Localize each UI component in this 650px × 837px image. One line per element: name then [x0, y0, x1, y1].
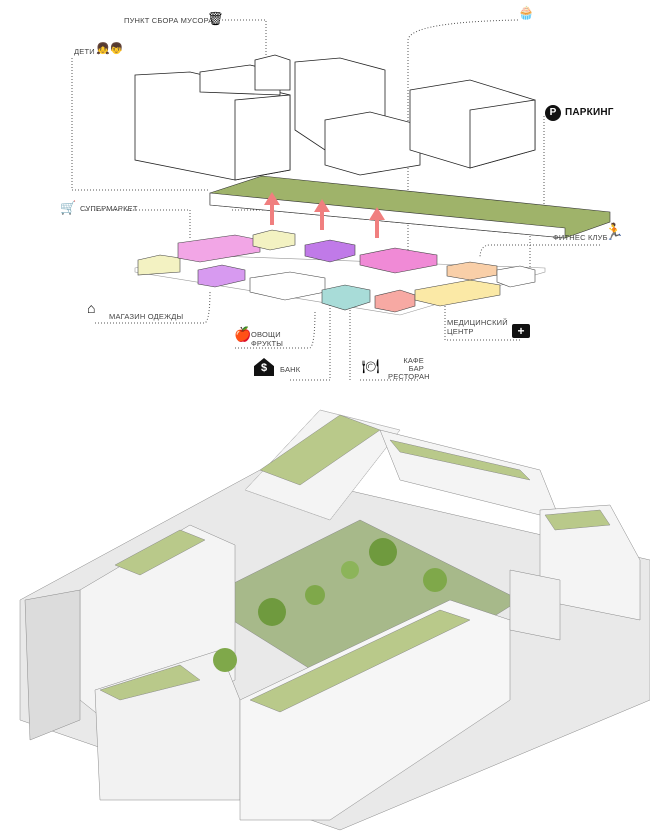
label-supermarket: СУПЕРМАРКЕТ — [80, 204, 138, 213]
label-fitness: ФИТНЕС КЛУБ — [553, 233, 608, 242]
label-medical-1: МЕДИЦИНСКИЙ — [447, 318, 508, 327]
function-blocks — [137, 229, 536, 313]
trash-icon: 🗑 — [207, 11, 224, 26]
label-kids: ДЕТИ — [74, 47, 95, 56]
upper-buildings — [134, 54, 536, 181]
label-cafe-3: РЕСТОРАН — [388, 372, 430, 381]
hanger-icon: ⌂ — [87, 300, 96, 316]
label-fruit-2: ФРУКТЫ — [251, 339, 284, 348]
label-cafe-1: КАФЕ — [403, 356, 424, 365]
aerial-render — [19, 409, 650, 831]
plate-cutlery-icon: 🍽 — [362, 358, 380, 374]
apple-icon: 🍎 — [234, 326, 252, 342]
label-garbage: ПУНКТ СБОРА МУСОРА — [124, 16, 214, 25]
children-icon: 👧👦 — [96, 43, 124, 55]
label-parking: ПАРКИНГ — [565, 107, 614, 118]
label-medical-2: ЦЕНТР — [447, 327, 474, 336]
medical-kit-icon: + — [512, 324, 530, 338]
label-fruit-1: ОВОЩИ — [251, 330, 281, 339]
parking-icon: P — [545, 105, 561, 121]
label-cafe-2: БАР — [408, 364, 424, 373]
label-clothes: МАГАЗИН ОДЕЖДЫ — [109, 312, 184, 321]
shopping-cart-icon: 🛒 — [60, 200, 77, 215]
label-bank: БАНК — [280, 365, 301, 374]
up-arrows — [264, 192, 385, 238]
cupcake-icon: 🧁 — [518, 5, 535, 20]
fitness-person-icon: 🏃 — [604, 224, 624, 241]
bank-house-icon: $ — [254, 358, 274, 376]
